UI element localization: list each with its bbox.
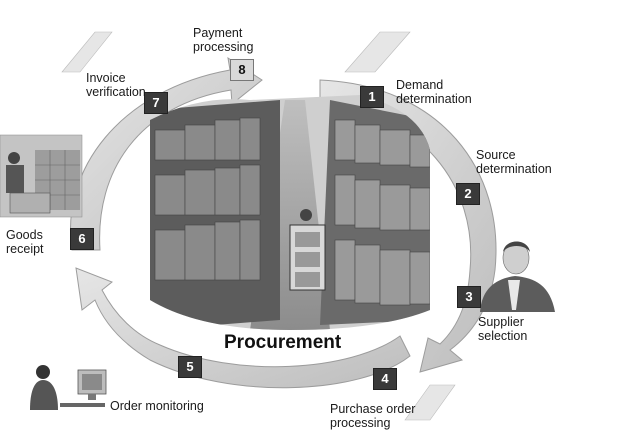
warehouse-aisle-photo: [150, 95, 430, 330]
center-label: Procurement: [224, 332, 342, 353]
step-2-badge: 2: [456, 183, 480, 205]
ring-arrow-right: [319, 79, 497, 373]
ring-arrow-bottom: [75, 267, 411, 389]
supplier-portrait-photo: [480, 241, 555, 312]
document-sheet-icon: [61, 31, 456, 421]
step-3-badge: 3: [457, 286, 481, 308]
step-1-badge: 1: [360, 86, 384, 108]
step-7-badge: 7: [144, 92, 168, 114]
computer-operator-photo: [30, 365, 107, 410]
step-5-badge: 5: [178, 356, 202, 378]
step-8-badge: 8: [230, 59, 254, 81]
step-4-badge: 4: [373, 368, 397, 390]
goods-receipt-photo: [0, 134, 83, 218]
step-5-label: Order monitoring: [110, 399, 204, 413]
step-6-badge: 6: [70, 228, 94, 250]
